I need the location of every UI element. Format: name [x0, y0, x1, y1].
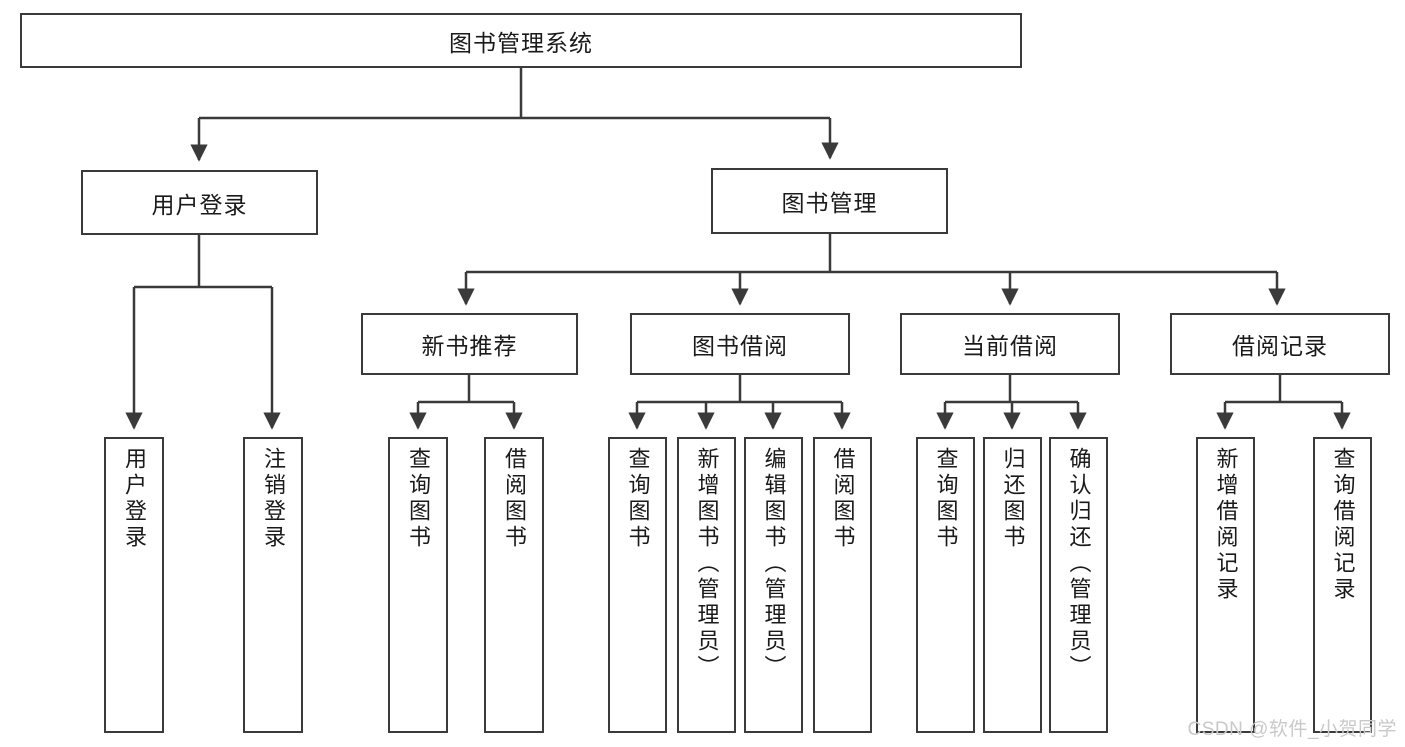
- leaf-label: 确认归还（管理员）: [1066, 447, 1092, 681]
- leaf-book-borrow-add[interactable]: 新增图书（管理员）: [677, 437, 736, 733]
- leaf-book-borrow-query[interactable]: 查询图书: [608, 437, 667, 733]
- leaf-label: 借阅图书: [830, 447, 856, 551]
- leaf-label: 查询借阅记录: [1330, 447, 1356, 603]
- node-root-system[interactable]: 图书管理系统: [20, 13, 1022, 68]
- node-book-borrow[interactable]: 图书借阅: [630, 313, 850, 375]
- leaf-label: 查询图书: [406, 447, 431, 551]
- node-borrow-record[interactable]: 借阅记录: [1170, 313, 1390, 375]
- leaf-new-book-borrow[interactable]: 借阅图书: [484, 437, 544, 733]
- leaf-book-borrow-borrow[interactable]: 借阅图书: [813, 437, 872, 733]
- leaf-label: 编辑图书（管理员）: [761, 447, 787, 681]
- leaf-borrow-record-add[interactable]: 新增借阅记录: [1196, 437, 1255, 733]
- leaf-user-login-login[interactable]: 用户登录: [104, 437, 164, 733]
- leaf-current-borrow-confirm-return[interactable]: 确认归还（管理员）: [1049, 437, 1108, 733]
- leaf-label: 新增借阅记录: [1213, 447, 1239, 603]
- leaf-label: 注销登录: [261, 447, 286, 551]
- leaf-label: 查询图书: [625, 447, 651, 551]
- leaf-label: 归还图书: [1000, 447, 1026, 551]
- leaf-new-book-query[interactable]: 查询图书: [388, 437, 448, 733]
- node-user-login[interactable]: 用户登录: [81, 170, 318, 235]
- leaf-label: 借阅图书: [502, 447, 527, 551]
- leaf-borrow-record-query[interactable]: 查询借阅记录: [1313, 437, 1372, 733]
- node-book-management[interactable]: 图书管理: [711, 168, 948, 234]
- leaf-label: 用户登录: [122, 447, 147, 551]
- leaf-label: 查询图书: [933, 447, 959, 551]
- node-new-book-recommend[interactable]: 新书推荐: [361, 313, 578, 375]
- node-current-borrow[interactable]: 当前借阅: [900, 313, 1120, 375]
- leaf-label: 新增图书（管理员）: [694, 447, 720, 681]
- leaf-book-borrow-edit[interactable]: 编辑图书（管理员）: [744, 437, 803, 733]
- leaf-user-login-logout[interactable]: 注销登录: [243, 437, 303, 733]
- leaf-current-borrow-return[interactable]: 归还图书: [983, 437, 1042, 733]
- leaf-current-borrow-query[interactable]: 查询图书: [916, 437, 975, 733]
